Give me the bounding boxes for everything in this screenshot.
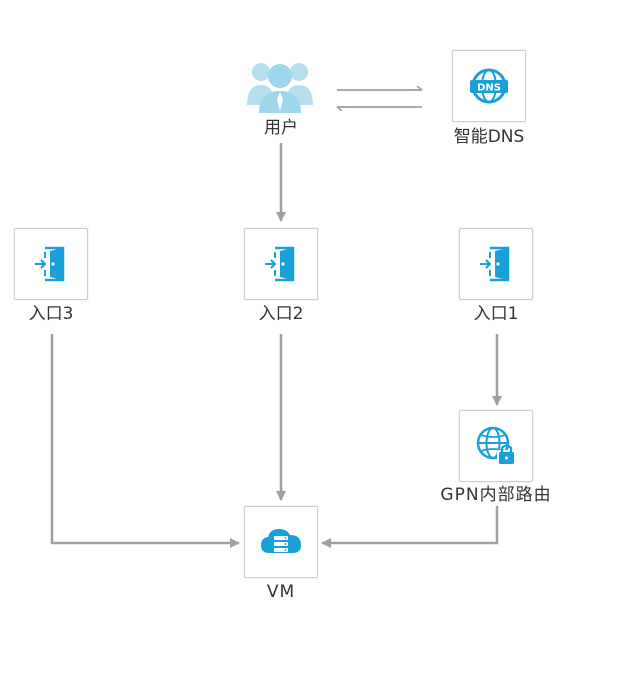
user-label: 用户 [264,118,298,138]
door-enter-icon [265,246,295,282]
entry1-label: 入口1 [473,304,519,324]
entry2-label: 入口2 [258,304,304,324]
dns-label: 智能DNS [453,127,525,147]
edge-entry3-to-vm [50,334,240,548]
door-enter-icon [35,246,65,282]
node-entry2 [244,228,318,300]
svg-text:DNS: DNS [477,83,501,94]
edge-gpn-to-vm [321,506,499,548]
gpn-label: GPN内部路由 [440,485,552,505]
node-entry1 [459,228,533,300]
user-group-icon [247,63,313,113]
globe-lock-icon [476,426,515,464]
vm-label: VM [266,582,296,602]
node-vm [244,506,318,578]
node-user [244,55,318,117]
cloud-server-icon [261,529,301,553]
node-entry3 [14,228,88,300]
dns-globe-icon: DNS [470,68,508,104]
door-enter-icon [480,246,510,282]
entry3-label: 入口3 [28,304,74,324]
node-dns: DNS [452,50,526,122]
node-gpn [459,410,533,482]
